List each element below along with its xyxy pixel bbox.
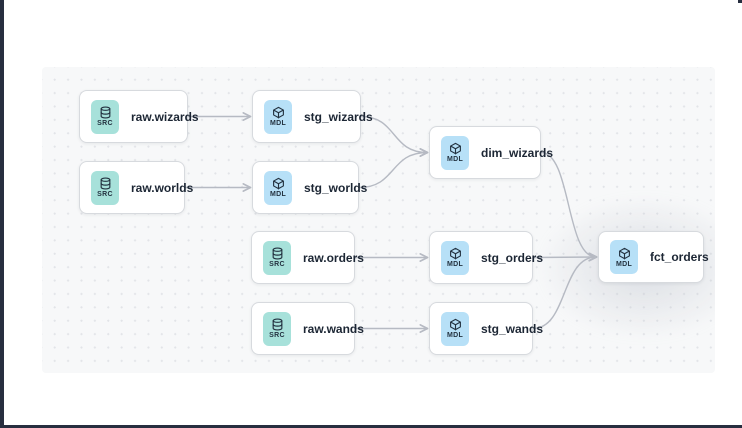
node-label: stg_wands	[481, 321, 544, 336]
cube-icon	[272, 177, 284, 190]
node-stg_wands[interactable]: MDL stg_wands	[429, 302, 543, 355]
node-raw_orders[interactable]: SRC raw.orders	[251, 231, 364, 284]
mdl-badge: MDL	[441, 240, 469, 275]
window-edge-bottom	[0, 425, 742, 428]
database-icon	[272, 247, 282, 260]
window-corner-mark	[738, 0, 742, 3]
badge-label: SRC	[97, 191, 113, 198]
node-label: fct_orders	[650, 250, 709, 264]
badge-label: SRC	[269, 261, 285, 268]
node-stg_worlds[interactable]: MDL stg_worlds	[252, 161, 367, 214]
window-edge-left	[0, 0, 4, 428]
cube-icon	[272, 106, 284, 119]
node-raw_wands[interactable]: SRC raw.wands	[251, 302, 364, 355]
edge-stg_wands-fct_orders	[532, 252, 598, 330]
src-badge: SRC	[91, 170, 119, 205]
database-icon	[272, 318, 282, 331]
node-fct_orders[interactable]: MDL fct_orders	[598, 231, 709, 283]
database-icon	[100, 106, 110, 119]
node-stg_orders[interactable]: MDL stg_orders	[429, 231, 543, 284]
cube-icon	[449, 318, 461, 331]
cube-icon	[618, 247, 630, 259]
node-dim_wizards[interactable]: MDL dim_wizards	[429, 126, 553, 179]
badge-label: MDL	[269, 191, 287, 198]
mdl-badge: MDL	[264, 99, 292, 134]
badge-label: MDL	[446, 332, 464, 339]
edge-stg_orders-fct_orders	[532, 252, 598, 262]
mdl-badge: MDL	[264, 170, 292, 205]
badge-label: MDL	[615, 260, 633, 268]
node-label: raw.orders	[303, 250, 364, 265]
node-label: dim_wizards	[481, 145, 554, 160]
database-icon	[100, 177, 110, 190]
badge-label: SRC	[97, 120, 113, 127]
edge-dim_wizards-fct_orders	[540, 151, 598, 262]
badge-label: MDL	[446, 261, 464, 268]
mdl-badge: MDL	[610, 240, 638, 274]
node-stg_wizards[interactable]: MDL stg_wizards	[252, 90, 373, 143]
edge-stg_worlds-dim_wizards	[358, 148, 429, 189]
node-label: raw.wands	[303, 321, 364, 336]
mdl-badge: MDL	[441, 311, 469, 346]
src-badge: SRC	[91, 99, 119, 134]
edge-stg_wizards-dim_wizards	[360, 115, 429, 157]
mdl-badge: MDL	[441, 135, 469, 170]
node-raw_worlds[interactable]: SRC raw.worlds	[79, 161, 193, 214]
badge-label: MDL	[446, 156, 464, 163]
node-label: stg_wizards	[304, 109, 373, 124]
node-label: raw.worlds	[131, 180, 194, 195]
node-raw_wizards[interactable]: SRC raw.wizards	[79, 90, 199, 143]
node-label: raw.wizards	[131, 109, 199, 124]
badge-label: SRC	[269, 332, 285, 339]
src-badge: SRC	[263, 311, 291, 346]
node-label: stg_worlds	[304, 180, 368, 195]
edge-layer	[185, 112, 598, 333]
cube-icon	[449, 142, 461, 155]
src-badge: SRC	[263, 240, 291, 275]
badge-label: MDL	[269, 120, 287, 127]
cube-icon	[449, 247, 461, 260]
node-label: stg_orders	[481, 250, 544, 265]
